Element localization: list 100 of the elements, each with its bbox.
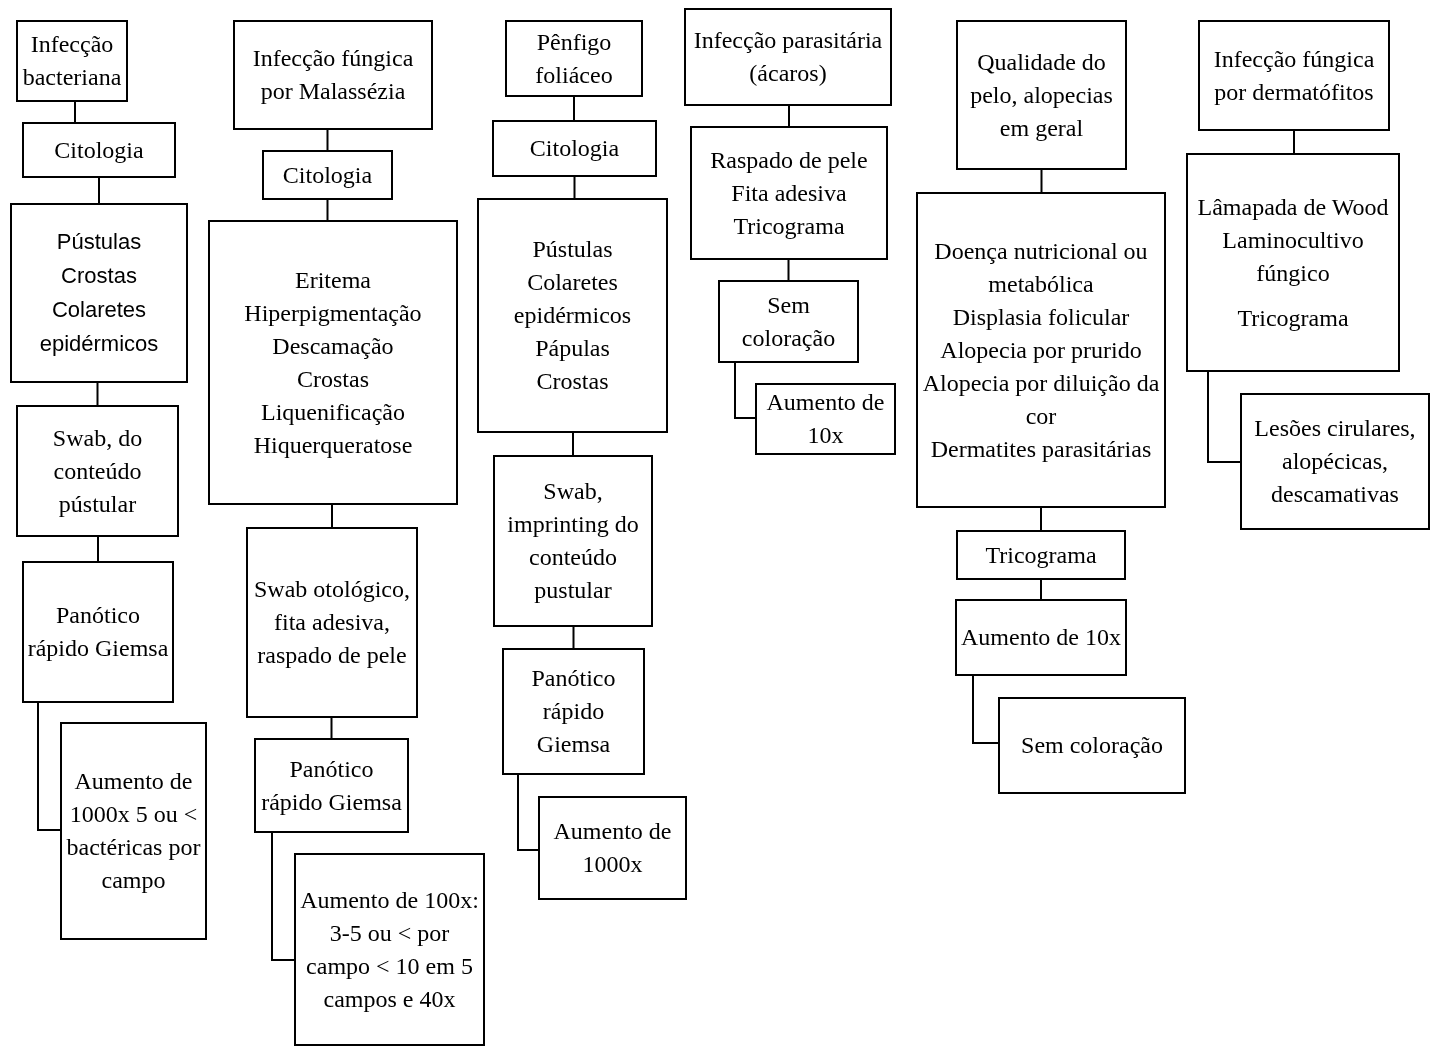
box-text: Crostas (61, 262, 137, 290)
process-box (10, 203, 188, 383)
connector-line (326, 129, 329, 151)
box-text: Alopecia por prurido (940, 335, 1142, 365)
box-text: Aumento de 100x: 3-5 ou < por campo < 10 em 5 campos e 40x (299, 885, 480, 1014)
connector-line (1207, 371, 1241, 463)
box-text: Infecção parasitária (ácaros) (692, 26, 884, 88)
process-box (718, 280, 859, 363)
connector-line (573, 96, 575, 121)
connector-line (1040, 579, 1042, 600)
box-text: Infecção bacteriana (21, 30, 123, 92)
box-text: Crostas (297, 364, 369, 394)
connector-line (331, 504, 333, 528)
box-text: Pênfigo foliáceo (534, 27, 614, 90)
process-box (208, 220, 458, 505)
box-text: Swab, do conteúdo pústular (51, 423, 144, 519)
box-text: Aumento de 10x (765, 388, 886, 450)
connector-line (1293, 130, 1295, 154)
process-box (254, 738, 409, 833)
box-text: Hiperpigmentação (244, 298, 422, 328)
process-box (956, 20, 1127, 170)
process-box (505, 20, 643, 97)
box-text: Aumento de 1000x 5 ou < bactéricas por campo (65, 767, 202, 895)
process-box (493, 455, 653, 627)
process-box (22, 561, 174, 703)
connector-line (98, 177, 100, 204)
box-text: Lâmapada de Wood (1197, 192, 1389, 222)
box-text: Sem coloração (1021, 731, 1163, 760)
box-text: Descamação (272, 331, 394, 361)
connector-line (271, 832, 295, 961)
connector-line (572, 626, 575, 649)
connector-line (573, 176, 576, 199)
process-box (246, 527, 418, 718)
process-box (690, 126, 888, 260)
connector-line (97, 536, 99, 562)
connector-line (572, 432, 574, 456)
box-text: Pústulas (56, 228, 142, 256)
connector-line (74, 101, 76, 123)
process-box (60, 722, 207, 940)
process-box (755, 383, 896, 455)
connector-line (326, 199, 329, 221)
connector-line (1040, 169, 1043, 193)
box-text: Pápulas (535, 334, 610, 363)
connector-line (788, 105, 790, 127)
process-box (956, 530, 1126, 580)
box-text: Citologia (282, 160, 373, 190)
process-box (262, 150, 393, 200)
box-text: Tricograma (1237, 303, 1349, 333)
box-text: Liquenificação (261, 397, 405, 427)
box-text: Panótico rápido Giemsa (26, 601, 170, 663)
box-text: Infecção fúngica por Malassézia (251, 44, 415, 106)
box-text: Qualidade do pelo, alopecias em geral (969, 47, 1114, 143)
process-box (477, 198, 668, 433)
process-box (916, 192, 1166, 508)
box-text: Tricograma (733, 211, 845, 241)
box-text: Colaretes epidérmicos (512, 268, 633, 330)
connector-line (734, 362, 756, 419)
box-text: Panótico rápido Giemsa (260, 754, 403, 817)
process-box (1186, 153, 1400, 372)
box-text: Infecção fúngica por dermatófitos (1212, 44, 1376, 107)
process-box (233, 20, 433, 130)
box-text: Dermatites parasitárias (930, 434, 1152, 464)
process-box (955, 599, 1127, 676)
box-text: Fita adesiva (731, 178, 847, 208)
process-box (22, 122, 176, 178)
process-box (294, 853, 485, 1046)
box-text: Alopecia por diluição da cor (921, 368, 1161, 431)
box-text: Hiquerqueratose (253, 430, 413, 460)
process-box (538, 796, 687, 900)
box-text: Sem coloração (740, 290, 837, 353)
process-box (502, 648, 645, 775)
box-text: Aumento de 10x (961, 623, 1121, 652)
process-box (684, 8, 892, 106)
process-box (998, 697, 1186, 794)
box-text: Crostas (536, 367, 609, 396)
box-text: Colaretes epidérmicos (38, 296, 160, 358)
process-box (492, 120, 657, 177)
box-text: Aumento de 1000x (552, 817, 673, 879)
connector-line (1040, 507, 1042, 531)
connector-line (330, 717, 333, 739)
box-text: Raspado de pele (710, 145, 868, 175)
connector-line (517, 774, 539, 851)
connector-line (96, 382, 99, 406)
process-box (1240, 393, 1430, 530)
box-text: Displasia folicular (952, 302, 1130, 332)
process-box (1198, 20, 1390, 131)
box-text: Pústulas (532, 235, 613, 264)
box-text: Laminocultivo fúngico (1221, 225, 1365, 288)
box-text: Tricograma (985, 540, 1097, 570)
connector-line (787, 259, 790, 281)
process-box (16, 20, 128, 102)
connector-line (972, 675, 999, 744)
box-text: Lesões cirulares, alopécicas, descamativas (1253, 414, 1417, 509)
box-text: Citologia (529, 134, 620, 163)
box-text: Doença nutricional ou metabólica (933, 236, 1149, 299)
box-text: Panótico rápido Giemsa (530, 664, 617, 759)
box-text: Swab, imprinting do conteúdo pustular (506, 477, 640, 605)
box-text: Swab otológico, fita adesiva, raspado de pele (253, 575, 411, 670)
connector-line (37, 702, 61, 831)
process-box (16, 405, 179, 537)
